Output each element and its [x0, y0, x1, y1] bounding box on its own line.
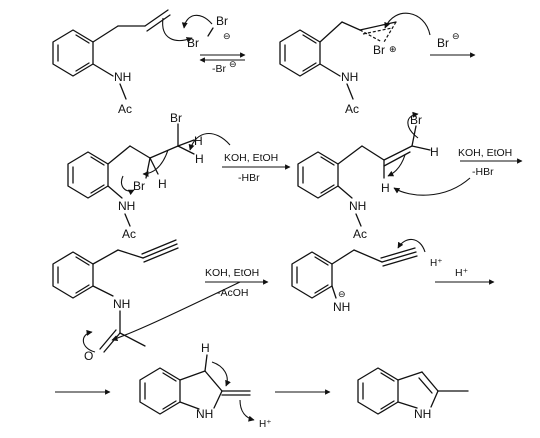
step1-reagent: -Br — [212, 63, 227, 75]
nh-label: NH — [333, 300, 350, 314]
step-5-arrow: KOH, EtOH -AcOH — [205, 267, 269, 299]
curly-arrow — [162, 17, 193, 43]
br-label: Br — [410, 113, 422, 127]
curly-arrow — [239, 399, 255, 422]
structure-7-methylene-indoline: NH H H⁺ — [139, 341, 272, 430]
structure-2-bromonium: Br ⊕ NH Ac — [279, 12, 431, 116]
h-label: H — [201, 341, 210, 355]
step3-reagent: KOH, EtOH — [224, 152, 278, 164]
bromine-molecule: Br Br ⊖ — [181, 14, 231, 50]
structure-1-allyl-anilide: NH Ac — [52, 9, 193, 116]
curly-arrow — [111, 281, 241, 342]
curly-arrow — [142, 149, 169, 178]
ac-label: Ac — [122, 227, 136, 241]
br-label: Br — [187, 36, 199, 50]
curly-arrow — [407, 111, 419, 139]
h-label: H — [194, 134, 203, 148]
step-1-equilibrium-arrows: -Br ⊖ — [199, 52, 246, 75]
br-label: Br — [373, 43, 385, 57]
curly-arrow — [211, 361, 231, 387]
proton-label: H⁺ — [430, 258, 443, 269]
step5-byproduct: -AcOH — [217, 287, 249, 299]
bromide-ion: Br ⊖ — [437, 31, 460, 50]
curly-arrow — [393, 177, 471, 196]
minus-charge: ⊖ — [452, 31, 460, 41]
step-3-arrow: KOH, EtOH -HBr — [222, 152, 291, 184]
curly-arrow — [188, 133, 231, 151]
nh-label: NH — [113, 297, 130, 311]
structure-5-propargyl-anilide: NH O — [52, 239, 241, 363]
step6-reagent: H⁺ — [455, 267, 468, 279]
step4-reagent: KOH, EtOH — [458, 147, 512, 159]
nh-label: NH — [114, 70, 131, 84]
step4-byproduct: -HBr — [472, 166, 494, 178]
h-label: H — [381, 181, 390, 195]
nh-label: NH — [196, 407, 213, 421]
plus-charge: ⊕ — [389, 44, 397, 54]
structure-6-amide-anion: NH ⊖ H⁺ — [291, 238, 443, 314]
step-6-arrow: H⁺ — [435, 267, 495, 285]
br-label: Br — [133, 179, 145, 193]
br-label: Br — [216, 14, 228, 28]
nh-label: NH — [341, 70, 358, 84]
h-label: H — [195, 152, 204, 166]
structure-8-2-methylindole: NH — [357, 367, 469, 421]
step-4-arrow: KOH, EtOH -HBr — [458, 147, 523, 178]
curly-arrow — [397, 238, 426, 253]
nh-label: NH — [118, 199, 135, 213]
curly-arrow — [387, 154, 406, 177]
br-label: Br — [437, 36, 449, 50]
curly-arrow — [181, 14, 213, 29]
step5-reagent: KOH, EtOH — [205, 267, 259, 279]
curly-arrow — [82, 329, 96, 353]
carbonyl-oxygen: O — [84, 349, 93, 363]
h-label: H — [158, 177, 167, 191]
structure-3-dibromide: Br H H Br H NH Ac — [67, 111, 231, 241]
proton-label: H⁺ — [259, 419, 272, 430]
curly-arrow — [120, 175, 135, 196]
ac-label: Ac — [345, 102, 359, 116]
structure-4-vinyl-bromide: Br H H NH Ac — [297, 111, 471, 241]
h-label: H — [430, 145, 439, 159]
ac-label: Ac — [353, 227, 367, 241]
nh-label: NH — [349, 199, 366, 213]
minus-charge: ⊖ — [223, 31, 231, 41]
step3-byproduct: -HBr — [238, 172, 260, 184]
minus-charge: ⊖ — [229, 59, 237, 69]
minus-charge: ⊖ — [338, 289, 346, 299]
ac-label: Ac — [118, 102, 132, 116]
br-label: Br — [170, 111, 182, 125]
nh-label: NH — [414, 407, 431, 421]
curly-arrow — [384, 12, 431, 36]
